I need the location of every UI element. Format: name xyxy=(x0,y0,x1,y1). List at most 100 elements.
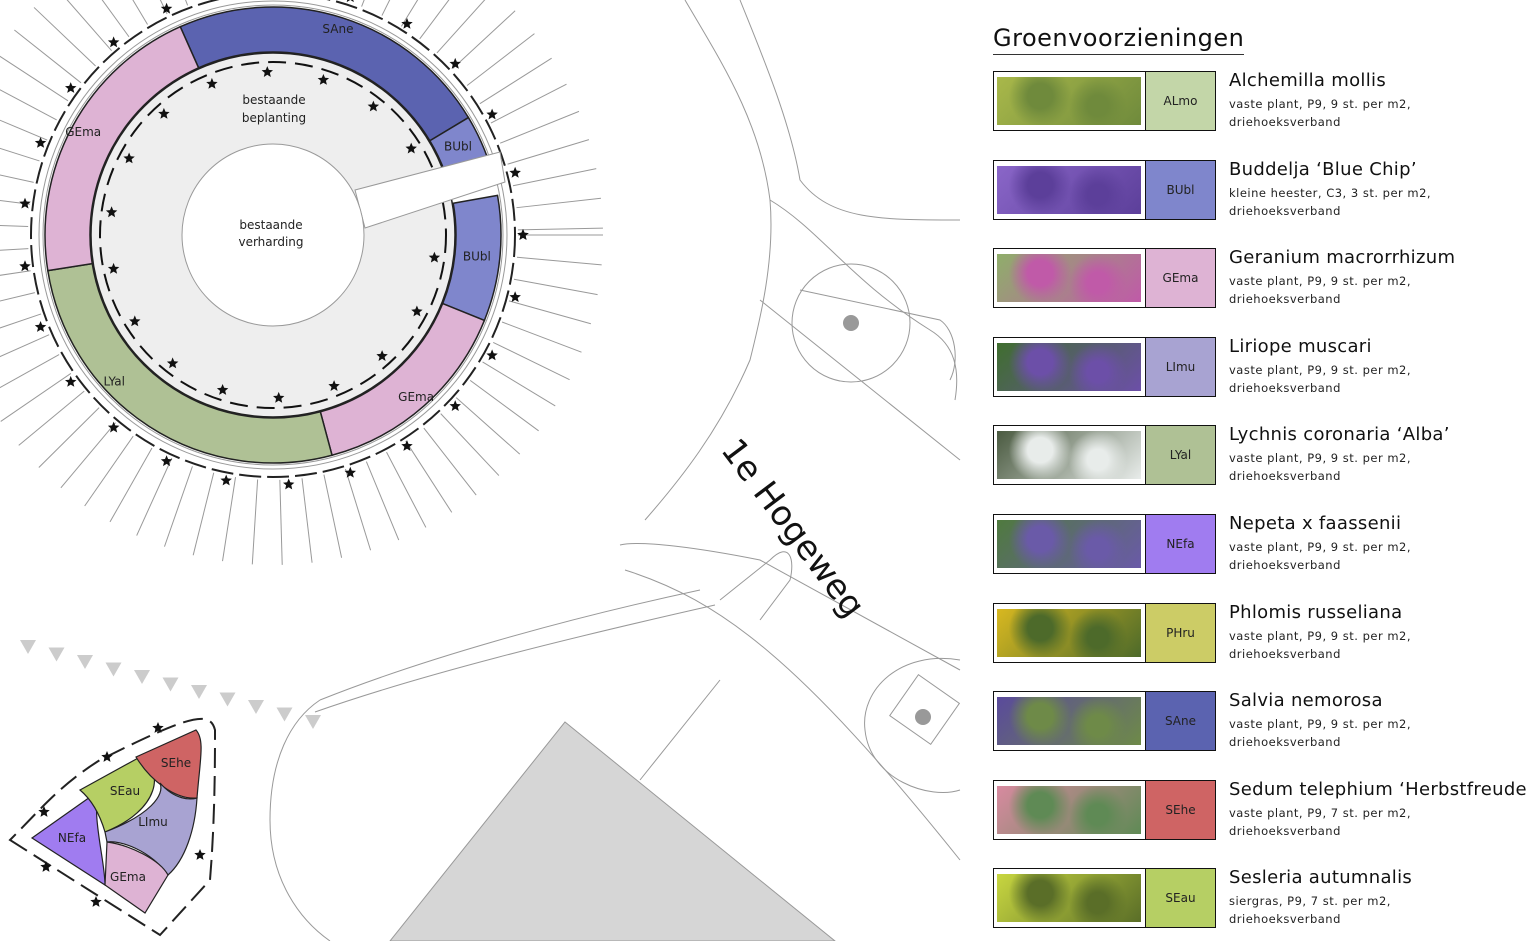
star-icon xyxy=(101,751,113,762)
star-icon xyxy=(129,315,141,327)
label-beplanting: beplanting xyxy=(242,111,306,125)
star-icon xyxy=(19,260,31,272)
bed-label: NEfa xyxy=(58,831,86,845)
stars xyxy=(19,0,529,490)
star-icon xyxy=(509,166,521,178)
star-icon xyxy=(317,74,330,85)
spoke-line xyxy=(452,10,516,69)
star-icon xyxy=(401,440,413,451)
star-icon xyxy=(346,0,354,3)
curb-line xyxy=(42,4,504,466)
spoke-line xyxy=(516,197,601,209)
star-icon xyxy=(220,474,232,486)
star-icon xyxy=(273,391,285,403)
spoke-line xyxy=(66,0,112,51)
spoke-line xyxy=(0,334,50,358)
spoke-line xyxy=(507,139,590,165)
legend-swatch-box: SEhe xyxy=(993,779,1216,840)
spoke-line xyxy=(381,0,391,16)
plant-pattern: driehoeksverband xyxy=(1229,735,1341,750)
star-icon xyxy=(449,57,461,69)
plant-name: Liriope muscari xyxy=(1229,335,1372,357)
plant-name: Sesleria autumnalis xyxy=(1229,867,1413,889)
spoke-line xyxy=(466,33,535,86)
spoke-line xyxy=(501,321,582,353)
spoke-line xyxy=(517,227,603,231)
star-icon xyxy=(261,66,273,77)
triangle-marker xyxy=(20,640,36,654)
star-icon xyxy=(158,107,170,119)
star-icon xyxy=(486,349,498,361)
plant-photo xyxy=(997,697,1141,746)
inner-dashed-edge xyxy=(99,61,447,409)
legend-swatch-box: BUbl xyxy=(993,159,1216,220)
spoke-line xyxy=(365,461,400,541)
ring-bed-label: LYal xyxy=(103,374,124,388)
small-bed-stars xyxy=(38,722,206,907)
plant-pattern: driehoeksverband xyxy=(1229,469,1341,484)
tree-canopy xyxy=(791,263,911,383)
ring-bed-label: BUbl xyxy=(463,249,491,263)
star-icon xyxy=(123,152,135,164)
triangle-marker xyxy=(134,670,150,684)
spoke-line xyxy=(60,422,116,489)
plant-photo xyxy=(997,254,1141,303)
spoke-line xyxy=(0,313,42,329)
label-beplanting: bestaande xyxy=(242,93,305,107)
plant-spec: vaste plant, P9, 9 st. per m2, xyxy=(1229,451,1412,466)
star-icon xyxy=(401,17,413,29)
bed-label: GEma xyxy=(110,870,146,884)
ring-bed-GEma xyxy=(44,25,200,272)
legend-title: Groenvoorzieningen xyxy=(993,24,1245,55)
plant-photo xyxy=(997,874,1141,923)
spoke-line xyxy=(0,248,29,251)
legend-swatch-box: ALmo xyxy=(993,71,1216,131)
star-icon xyxy=(367,100,380,112)
legend-code: BUbl xyxy=(1145,160,1215,219)
star-icon xyxy=(160,455,173,467)
spoke-line xyxy=(436,0,486,54)
bed-label: SEhe xyxy=(161,756,191,770)
legend-code: ALmo xyxy=(1145,72,1215,130)
plant-spec: vaste plant, P9, 7 st. per m2, xyxy=(1229,805,1412,820)
star-icon xyxy=(107,36,120,48)
plant-description: kleine heester, C3, 3 st. per m2,driehoe… xyxy=(1229,184,1431,220)
plant-photo xyxy=(997,608,1141,657)
plant-pattern: driehoeksverband xyxy=(1229,912,1341,927)
plant-pattern: driehoeksverband xyxy=(1229,292,1341,307)
spoke-line xyxy=(455,397,521,455)
spoke-line xyxy=(405,440,453,513)
legend-swatch-box: LImu xyxy=(993,336,1216,397)
plant-name: Sedum telephium ‘Herbstfreude’ xyxy=(1229,778,1526,800)
spoke-line xyxy=(469,379,539,432)
spoke-line xyxy=(18,390,85,446)
plant-name: Lychnis coronaria ‘Alba’ xyxy=(1229,424,1450,446)
star-icon xyxy=(90,896,102,907)
spoke-line xyxy=(499,110,580,144)
legend-swatch-box: GEma xyxy=(993,248,1216,309)
triangle-marker xyxy=(77,655,93,669)
plant-photo xyxy=(997,431,1141,480)
road-lines xyxy=(269,0,961,941)
legend-code: LImu xyxy=(1145,337,1215,396)
spoke-line xyxy=(512,168,597,187)
spoke-line xyxy=(0,373,72,422)
spoke-line xyxy=(344,468,372,551)
spoke-line xyxy=(301,478,313,563)
spoke-line xyxy=(101,0,130,38)
spoke-line xyxy=(508,300,591,325)
triangle-marker xyxy=(191,685,207,699)
plant-spec: vaste plant, P9, 9 st. per m2, xyxy=(1229,540,1412,554)
legend-code: LYal xyxy=(1145,426,1215,485)
legend-code: PHru xyxy=(1145,603,1215,662)
building xyxy=(389,721,836,941)
legend-code: NEfa xyxy=(1145,515,1215,573)
spoke-line xyxy=(84,435,134,507)
small-bed: SEhe SEau LImu NEfa GEma xyxy=(8,717,217,937)
star-icon xyxy=(517,229,529,240)
star-icon xyxy=(19,197,31,209)
